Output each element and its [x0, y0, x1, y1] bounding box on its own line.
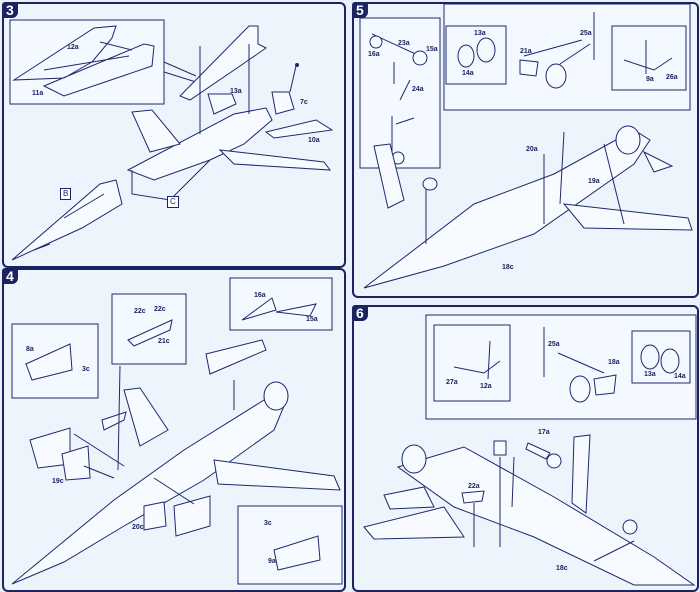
part-13a	[207, 93, 237, 115]
part-label: 15a	[306, 316, 318, 323]
part-label: 13a	[474, 30, 486, 37]
tail-detail-inset	[9, 19, 165, 105]
left-wing	[131, 109, 181, 153]
wheel-detail-inset	[445, 25, 507, 85]
part-label: 22c	[154, 306, 166, 313]
step-number-badge: 4	[2, 268, 18, 284]
part-label: 25a	[580, 30, 592, 37]
part-label: 18c	[502, 264, 514, 271]
tail-fin	[373, 143, 405, 209]
exhaust-nozzle	[263, 381, 289, 411]
part-label: 26a	[666, 74, 678, 81]
part-label: 13a	[230, 88, 242, 95]
subassembly-label-c: C	[167, 196, 179, 208]
left-wing	[363, 506, 465, 540]
part-label: 21a	[520, 48, 532, 55]
part-label: 15a	[426, 46, 438, 53]
part-label: 24a	[412, 86, 424, 93]
step-6-panel: 6 27a 12a 25a 18a 13a 14a 17a 22a 18c	[352, 305, 699, 592]
door-detail-inset	[611, 25, 687, 91]
step-number-badge: 3	[2, 2, 18, 18]
exhaust-nozzle	[401, 444, 427, 474]
fuselage-rear	[126, 107, 273, 181]
part-label: 12a	[67, 44, 79, 51]
tail-fin	[571, 434, 591, 514]
part-label: 8a	[26, 346, 34, 353]
wing	[213, 459, 341, 491]
step-4-panel: 4 8a 3c 22c 22c 21c 16a 15a 19c 20c 3c 9…	[2, 268, 346, 592]
part-label: 20c	[132, 524, 144, 531]
part-label: 27a	[446, 379, 458, 386]
part-label: 22c	[134, 308, 146, 315]
wing	[562, 203, 693, 231]
part-label: 18a	[608, 359, 620, 366]
exhaust-nozzle	[615, 125, 641, 155]
part-16a	[205, 339, 267, 375]
subassembly-label-b: B	[60, 188, 72, 200]
exhaust-nozzle	[271, 91, 295, 115]
tail-fin	[123, 387, 169, 447]
part-label: 16a	[254, 292, 266, 299]
step-4-diagram	[11, 277, 343, 585]
part-label: 23a	[398, 40, 410, 47]
part-label: 14a	[674, 373, 686, 380]
step-number-badge: 6	[352, 305, 368, 321]
part-label: 21c	[158, 338, 170, 345]
fuselage	[363, 129, 651, 289]
step-5-diagram	[359, 4, 693, 289]
right-wing	[218, 149, 332, 171]
part-label: 20a	[526, 146, 538, 153]
part-label: 10a	[308, 137, 320, 144]
part-label: 17a	[538, 429, 550, 436]
tail-fin	[179, 25, 267, 101]
door-detail-inset	[433, 324, 511, 402]
part-label: 9a	[646, 76, 654, 83]
part-label: 16a	[368, 51, 380, 58]
part-label: 12a	[480, 383, 492, 390]
part-label: 14a	[462, 70, 474, 77]
part-label: 22a	[468, 483, 480, 490]
part-label: 19a	[588, 178, 600, 185]
part-label: 11a	[32, 90, 44, 97]
step-3-panel: 3 12a 11a 13a 7c 10a B C	[2, 2, 346, 268]
part-label: 19c	[52, 478, 64, 485]
part-label: 25a	[548, 341, 560, 348]
fuselage	[11, 399, 285, 585]
fuselage	[396, 446, 696, 586]
step-6-diagram	[363, 314, 697, 586]
part-label: 3c	[264, 520, 272, 527]
step-3-diagram	[9, 19, 334, 261]
part-label: 13a	[644, 371, 656, 378]
part-label: 18c	[556, 565, 568, 572]
step-number-badge: 5	[352, 2, 368, 18]
part-label: 3c	[82, 366, 90, 373]
pylon-detail-inset	[111, 293, 187, 365]
part-label: 9a	[268, 558, 276, 565]
part-label: 7c	[300, 99, 308, 106]
step-5-panel: 5 16a 23a 15a 24a 13a 14a 21a 25a 9a 26a…	[352, 2, 699, 298]
part-10a	[264, 119, 334, 139]
